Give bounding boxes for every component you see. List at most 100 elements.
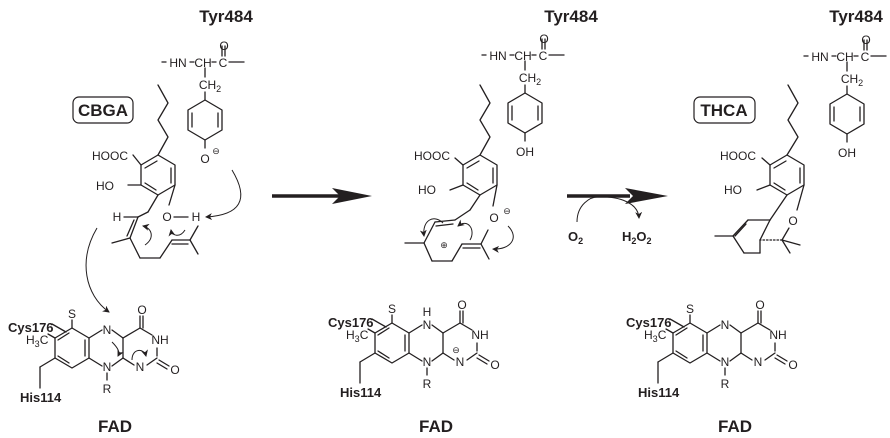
svg-text:R: R [423,377,432,391]
cbga-label-box [72,96,134,124]
svg-text:S: S [686,302,694,316]
svg-text:CH2: CH2 [199,78,221,94]
cbga-structure: HOOC HO O H H [85,84,242,313]
svg-text:O: O [539,32,548,46]
panel-1: Tyr484 HN CH C O CH2 O ⊖ CBGA HOOC HO [8,7,253,436]
svg-text:O: O [490,358,499,372]
negative-charge-icon: ⊖ [212,146,220,156]
svg-text:H3C: H3C [644,328,667,344]
svg-text:O: O [755,298,764,312]
positive-charge-icon: ⊕ [440,240,448,250]
reaction-arrow-2: O2 H2O2 [567,188,668,246]
svg-text:N: N [103,360,112,374]
svg-text:NH: NH [151,333,168,347]
svg-text:O: O [457,298,466,312]
svg-text:Cys176: Cys176 [626,315,672,330]
svg-text:O: O [489,211,498,225]
svg-text:HN: HN [489,49,506,63]
svg-text:HN: HN [169,56,186,70]
tyr484-structure: HN CH C O CH2 O ⊖ [161,39,245,166]
svg-text:HOOC: HOOC [92,149,128,163]
svg-text:His114: His114 [340,385,382,400]
svg-text:N: N [423,355,432,369]
curved-arrow [457,219,473,241]
panel-3: Tyr484 HN CH C O CH2 OH THCA HOOC HO O [626,7,887,436]
negative-charge-icon: ⊖ [503,206,511,216]
svg-text:His114: His114 [20,390,62,405]
reaction-arrow-1 [272,188,372,204]
svg-text:O: O [137,303,146,317]
curved-arrow [111,341,124,357]
tyr484-label: Tyr484 [829,7,883,26]
svg-text:Cys176: Cys176 [328,315,374,330]
svg-text:C: C [861,50,870,64]
fad-label: FAD [98,417,132,436]
svg-text:C: C [539,49,548,63]
svg-text:O: O [788,358,797,372]
curved-arrow [419,218,444,237]
svg-text:HO: HO [418,183,436,197]
svg-text:CH2: CH2 [841,72,863,88]
svg-text:R: R [103,382,112,396]
thca-structure: HOOC HO O [714,84,805,254]
svg-text:Cys176: Cys176 [8,320,54,335]
svg-text:CH: CH [194,56,211,70]
svg-text:HN: HN [811,50,828,64]
flavin-structure: Cys176 S H3C His114 N N R O NH N O [8,303,180,405]
svg-text:S: S [68,307,76,321]
svg-text:H: H [113,210,122,224]
negative-charge-icon: ⊖ [452,345,460,355]
fad-label: FAD [419,417,453,436]
panel-2: Tyr484 HN CH C O CH2 O H HOOC HO [328,7,598,436]
svg-text:N: N [721,355,730,369]
svg-text:N: N [456,355,465,369]
svg-text:NH: NH [471,328,488,342]
svg-text:N: N [103,323,112,337]
tyr-hydroxyl: OH [838,146,856,160]
svg-text:H3C: H3C [346,328,369,344]
svg-text:N: N [754,355,763,369]
thca-label: THCA [700,101,747,120]
o2-h2o2-arrow [576,196,643,223]
svg-text:O: O [170,363,179,377]
curved-arrow [131,349,148,361]
curved-arrow [142,223,152,246]
svg-text:His114: His114 [638,385,680,400]
intermediate-structure: HOOC HO O ⊖ ⊕ [404,84,514,262]
svg-text:C: C [219,56,228,70]
curved-arrow [205,169,242,221]
svg-text:NH: NH [769,328,786,342]
svg-text:O: O [219,39,228,53]
tyr484-label: Tyr484 [544,7,598,26]
curved-arrow [85,227,110,313]
fad-label: FAD [718,417,752,436]
o2-label: O2 [568,229,583,246]
tyr484-label: Tyr484 [199,7,253,26]
svg-text:O: O [861,33,870,47]
svg-text:HOOC: HOOC [720,149,756,163]
tyr-oxygen: O [200,152,209,166]
cbga-label: CBGA [78,101,128,120]
svg-text:H3C: H3C [26,333,49,349]
svg-text:CH2: CH2 [519,71,541,87]
svg-text:N: N [423,318,432,332]
svg-text:HO: HO [96,179,114,193]
h2o2-label: H2O2 [622,229,652,246]
curved-arrow [492,225,514,253]
svg-text:CH: CH [836,50,853,64]
svg-text:H: H [423,305,432,319]
flavin-structure: Cys176 S H3C His114 N N R O NH N O [626,298,798,400]
curved-arrow [168,229,186,237]
thca-label-box [693,96,756,124]
svg-text:S: S [388,302,396,316]
svg-text:H: H [192,210,201,224]
tyr484-structure: HN CH C O CH2 OH [803,33,887,160]
svg-text:O: O [788,214,797,228]
svg-text:R: R [721,377,730,391]
svg-text:HOOC: HOOC [414,149,450,163]
svg-text:HO: HO [724,183,742,197]
svg-text:CH: CH [514,49,531,63]
svg-text:N: N [721,318,730,332]
flavin-structure: Cys176 S H3C His114 N H N R O NH N ⊖ O [328,298,500,400]
